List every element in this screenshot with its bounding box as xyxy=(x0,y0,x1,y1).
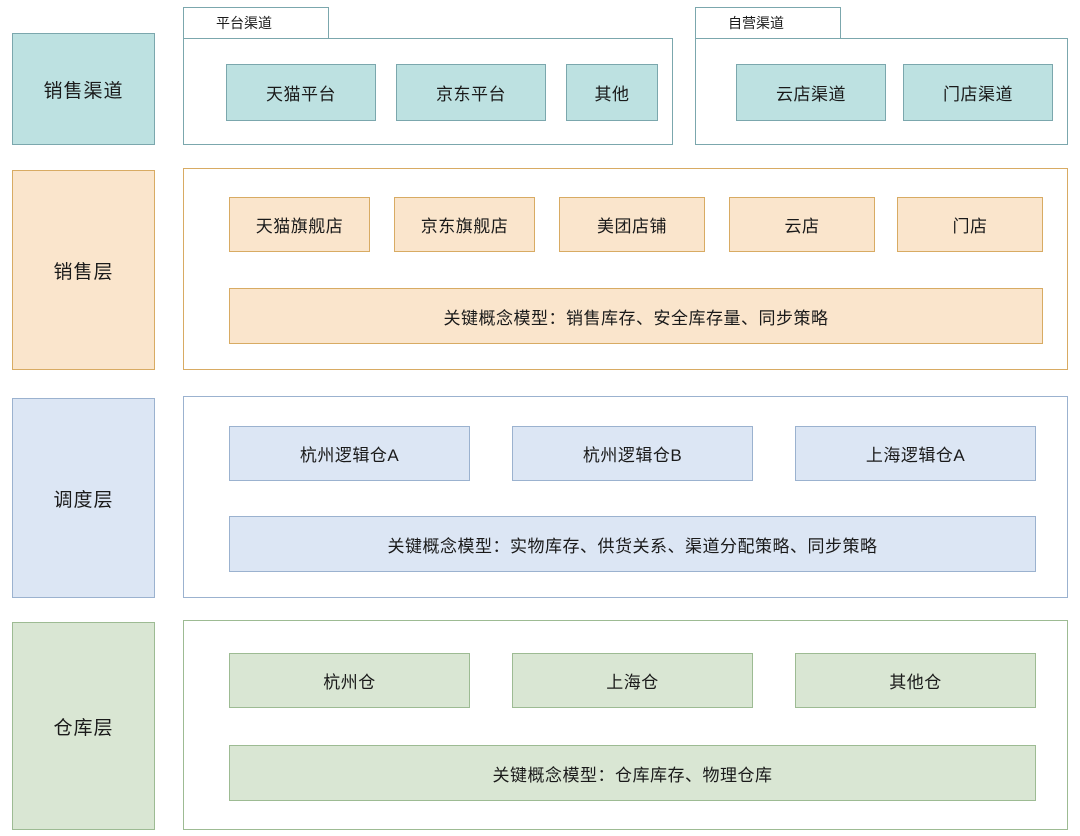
node-offline-store[interactable]: 门店 xyxy=(897,197,1043,252)
node-label: 杭州逻辑仓B xyxy=(582,446,683,465)
node-label: 京东平台 xyxy=(436,85,506,104)
layer-label-warehouse-layer: 仓库层 xyxy=(12,622,155,830)
layer-label-text: 销售层 xyxy=(53,261,114,283)
group-tab-label: 自营渠道 xyxy=(728,15,784,31)
concept-model-text: 关键概念模型：仓库库存、物理仓库 xyxy=(492,765,773,785)
layer-label-sales-channel: 销售渠道 xyxy=(12,33,155,145)
layer-label-text: 销售渠道 xyxy=(43,80,124,102)
node-hangzhou-warehouse[interactable]: 杭州仓 xyxy=(229,653,470,708)
concept-model-bar-sales-layer: 关键概念模型：销售库存、安全库存量、同步策略 xyxy=(229,288,1043,344)
node-label: 门店渠道 xyxy=(943,85,1013,104)
node-hangzhou-logical-warehouse-b[interactable]: 杭州逻辑仓B xyxy=(512,426,753,481)
node-label: 上海逻辑仓A xyxy=(865,446,966,465)
node-label: 门店 xyxy=(952,217,988,236)
concept-model-text: 关键概念模型：实物库存、供货关系、渠道分配策略、同步策略 xyxy=(387,536,878,556)
node-label: 杭州逻辑仓A xyxy=(299,446,400,465)
group-tab-label: 平台渠道 xyxy=(216,15,272,31)
node-shanghai-logical-warehouse-a[interactable]: 上海逻辑仓A xyxy=(795,426,1036,481)
layer-label-text: 仓库层 xyxy=(53,717,114,739)
concept-model-bar-dispatch-layer: 关键概念模型：实物库存、供货关系、渠道分配策略、同步策略 xyxy=(229,516,1036,572)
node-other-platform[interactable]: 其他 xyxy=(566,64,658,121)
group-tab-self-operated-channel: 自营渠道 xyxy=(695,7,841,39)
layer-body-sales-layer: 天猫旗舰店 京东旗舰店 美团店铺 云店 门店 关键概念模型：销售库存、安全库存量… xyxy=(183,168,1068,370)
group-tab-platform-channel: 平台渠道 xyxy=(183,7,329,39)
node-other-warehouse[interactable]: 其他仓 xyxy=(795,653,1036,708)
node-label: 其他仓 xyxy=(889,673,942,692)
layer-body-warehouse-layer: 杭州仓 上海仓 其他仓 关键概念模型：仓库库存、物理仓库 xyxy=(183,620,1068,830)
node-jd-flagship-store[interactable]: 京东旗舰店 xyxy=(394,197,535,252)
node-label: 杭州仓 xyxy=(323,673,376,692)
node-label: 美团店铺 xyxy=(597,217,667,236)
node-label: 京东旗舰店 xyxy=(420,217,509,236)
layer-label-sales-layer: 销售层 xyxy=(12,170,155,370)
node-label: 其他 xyxy=(594,85,630,104)
layer-label-dispatch-layer: 调度层 xyxy=(12,398,155,598)
node-label: 天猫旗舰店 xyxy=(255,217,344,236)
layer-label-text: 调度层 xyxy=(53,489,114,511)
node-label: 天猫平台 xyxy=(266,85,336,104)
group-self-operated-channel: 自营渠道 云店渠道 门店渠道 xyxy=(695,7,1068,145)
node-cloud-store[interactable]: 云店 xyxy=(729,197,875,252)
node-label: 云店 xyxy=(784,217,820,236)
concept-model-bar-warehouse-layer: 关键概念模型：仓库库存、物理仓库 xyxy=(229,745,1036,801)
node-hangzhou-logical-warehouse-a[interactable]: 杭州逻辑仓A xyxy=(229,426,470,481)
node-label: 上海仓 xyxy=(606,673,659,692)
group-platform-channel: 平台渠道 天猫平台 京东平台 其他 xyxy=(183,7,673,145)
node-cloud-store-channel[interactable]: 云店渠道 xyxy=(736,64,886,121)
node-shanghai-warehouse[interactable]: 上海仓 xyxy=(512,653,753,708)
concept-model-text: 关键概念模型：销售库存、安全库存量、同步策略 xyxy=(443,308,829,328)
node-meituan-store[interactable]: 美团店铺 xyxy=(559,197,705,252)
node-label: 云店渠道 xyxy=(776,85,846,104)
node-tmall-platform[interactable]: 天猫平台 xyxy=(226,64,376,121)
node-offline-store-channel[interactable]: 门店渠道 xyxy=(903,64,1053,121)
layer-body-dispatch-layer: 杭州逻辑仓A 杭州逻辑仓B 上海逻辑仓A 关键概念模型：实物库存、供货关系、渠道… xyxy=(183,396,1068,598)
node-jd-platform[interactable]: 京东平台 xyxy=(396,64,546,121)
node-tmall-flagship-store[interactable]: 天猫旗舰店 xyxy=(229,197,370,252)
